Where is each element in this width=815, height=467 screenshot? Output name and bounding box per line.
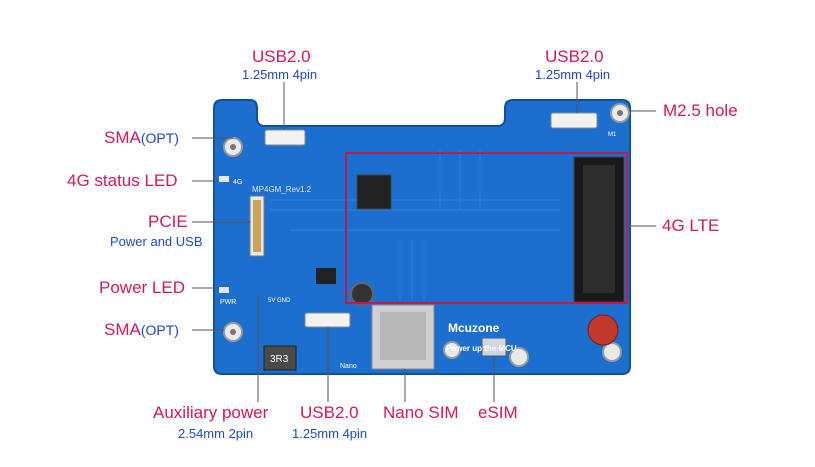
inductor — [263, 345, 297, 371]
label-nano-sim: Nano SIM — [383, 403, 459, 422]
brand-text: Mcuzone — [448, 321, 500, 335]
pcb-board — [213, 99, 631, 375]
regulator-chip — [316, 268, 336, 284]
sub-usb-top-right: 1.25mm 4pin — [535, 67, 611, 82]
label-usb-top-right: USB2.0 — [545, 47, 604, 66]
sma-bottom-title: SMA — [104, 320, 141, 339]
capacitor — [587, 314, 619, 346]
sim-tag-text: Nano — [340, 363, 357, 370]
sma-top-title: SMA — [104, 128, 141, 147]
usb-connector-bottom — [304, 312, 351, 328]
label-sma-top: SMA(OPT) — [104, 128, 179, 148]
led-tag-text: 4G — [233, 179, 242, 186]
round-component — [350, 282, 374, 306]
label-power-led: Power LED — [99, 278, 185, 297]
gnd-tag-text: 5V GND — [268, 298, 291, 304]
sma-bottom-opt: (OPT) — [140, 322, 179, 338]
main-chip — [356, 174, 392, 210]
label-m25-hole: M2.5 hole — [663, 101, 738, 120]
sub-usb-top-left: 1.25mm 4pin — [242, 67, 318, 82]
usb-connector-top-right — [550, 112, 598, 129]
label-status-led: 4G status LED — [67, 171, 178, 190]
label-pcie: PCIE — [148, 212, 188, 231]
pwr-text: PWR — [220, 299, 236, 306]
status-led — [219, 176, 229, 182]
mount-hole — [223, 103, 630, 367]
label-sma-bottom: SMA(OPT) — [104, 320, 179, 340]
sub-usb-bottom: 1.25mm 4pin — [292, 426, 368, 441]
label-esim: eSIM — [478, 403, 518, 422]
label-usb-top-left: USB2.0 — [252, 47, 311, 66]
label-4g-lte: 4G LTE — [662, 216, 720, 235]
power-led — [219, 287, 229, 293]
m1-tag-text: M1 — [608, 132, 617, 138]
sma-top-opt: (OPT) — [140, 130, 179, 146]
sub-pcie: Power and USB — [110, 234, 203, 249]
inductor-text: 3R3 — [270, 354, 289, 365]
label-usb-bottom: USB2.0 — [300, 403, 359, 422]
usb-connector-top-left — [264, 129, 306, 146]
lte-highlight-box — [345, 152, 628, 304]
sub-aux-power: 2.54mm 2pin — [178, 426, 254, 441]
brand-bar — [444, 318, 542, 338]
silk-model: MP4GM_Rev1.2 — [252, 185, 312, 194]
tagline-text: Power up the MCU — [446, 344, 517, 353]
label-aux-power: Auxiliary power — [153, 403, 269, 422]
